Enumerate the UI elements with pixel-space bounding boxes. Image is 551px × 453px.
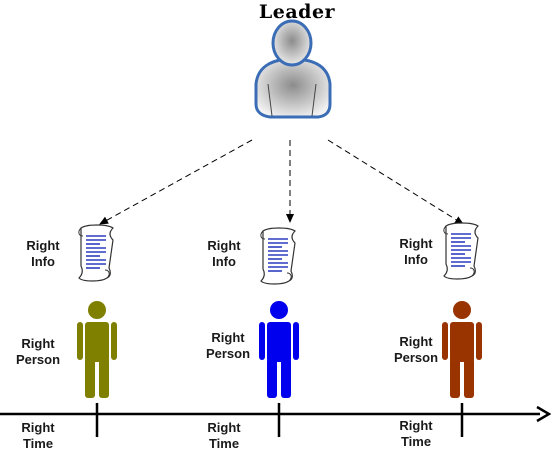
left-person-label: Right Person [15,336,61,367]
scroll-document-icon [260,227,296,285]
leader-title: Leader [258,1,336,23]
center-person-label: Right Person [205,330,251,361]
right-time-label: Right Time [399,418,433,449]
dashed-arrows [99,139,464,225]
leader-avatar-icon [254,19,332,119]
scroll-document-icon [443,222,479,280]
left-time-label: Right Time [21,420,55,451]
scrolls-layer [78,222,479,285]
persons-layer [77,301,482,398]
center-info-label: Right Info [207,238,241,269]
timeline-ticks [95,403,464,437]
arrow-to-left-info [99,139,253,225]
person-icon [442,301,482,398]
timeline-arrow [0,405,551,423]
right-person-label: Right Person [393,334,439,365]
center-time-label: Right Time [207,420,241,451]
person-icon [259,301,299,398]
right-info-label: Right Info [399,236,433,267]
arrow-to-right-info [327,139,464,225]
person-icon [77,301,117,398]
left-info-label: Right Info [26,238,60,269]
scroll-document-icon [78,224,114,282]
